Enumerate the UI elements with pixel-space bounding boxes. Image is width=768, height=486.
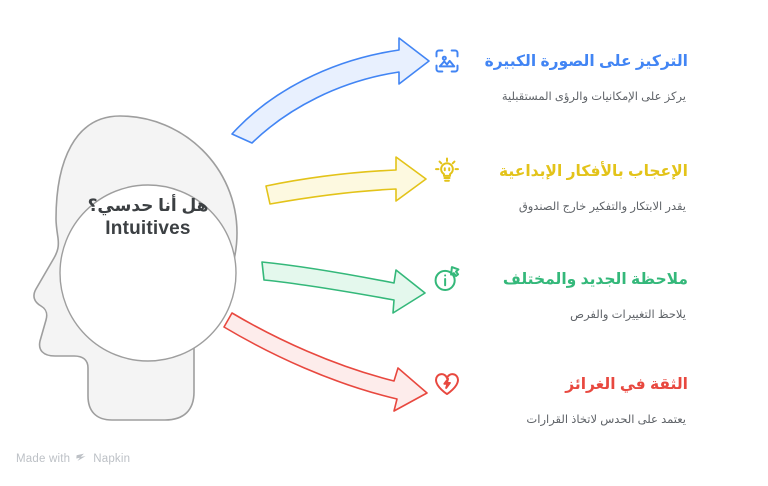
item-header: الثقة في الغرائز — [430, 363, 692, 405]
arrow-big-picture — [231, 37, 430, 144]
item-subtitle: يقدر الابتكار والتفكير خارج الصندوق — [518, 201, 686, 213]
center-label: هل أنا حدسي؟ Intuitives — [68, 195, 228, 241]
item-subtitle: يعتمد على الحدس لاتخاذ القرارات — [526, 414, 686, 426]
center-question-ar: هل أنا حدسي؟ — [87, 196, 209, 215]
image-frame-icon — [430, 44, 464, 78]
head-silhouette-svg — [33, 115, 238, 421]
item-title: الثقة في الغرائز — [565, 375, 688, 393]
item-header: الإعجاب بالأفكار الإبداعية — [430, 150, 692, 192]
item-title: الإعجاب بالأفكار الإبداعية — [499, 162, 688, 180]
napkin-watermark[interactable]: Made with Napkin — [16, 452, 130, 465]
watermark-brand: Napkin — [93, 452, 131, 465]
item-subtitle: يلاحظ التغييرات والفرص — [570, 309, 686, 321]
item-big-picture[interactable]: التركيز على الصورة الكبيرة يركز على الإم… — [430, 40, 692, 114]
arrow-notice-novelty — [261, 261, 426, 314]
arrow-creative-ideas — [265, 156, 427, 205]
item-subtitle: يركز على الإمكانيات والرؤى المستقبلية — [501, 91, 686, 103]
item-title: ملاحظة الجديد والمختلف — [502, 270, 688, 288]
lightbulb-icon — [430, 154, 464, 188]
info-cursor-icon — [430, 262, 464, 296]
item-header: التركيز على الصورة الكبيرة — [430, 40, 692, 82]
item-creative-ideas[interactable]: الإعجاب بالأفكار الإبداعية يقدر الابتكار… — [430, 150, 692, 224]
item-header: ملاحظة الجديد والمختلف — [430, 258, 692, 300]
item-title: التركيز على الصورة الكبيرة — [484, 52, 688, 70]
napkin-logo-icon — [75, 452, 88, 465]
heart-bolt-icon — [430, 367, 464, 401]
head-inner-circle — [59, 184, 237, 362]
head-silhouette-group: هل أنا حدسي؟ Intuitives — [8, 110, 258, 440]
item-notice-novelty[interactable]: ملاحظة الجديد والمختلف يلاحظ التغييرات و… — [430, 258, 692, 332]
watermark-prefix: Made with — [16, 452, 71, 465]
center-label-en: Intuitives — [105, 218, 191, 240]
item-trust-instincts[interactable]: الثقة في الغرائز يعتمد على الحدس لاتخاذ … — [430, 363, 692, 437]
